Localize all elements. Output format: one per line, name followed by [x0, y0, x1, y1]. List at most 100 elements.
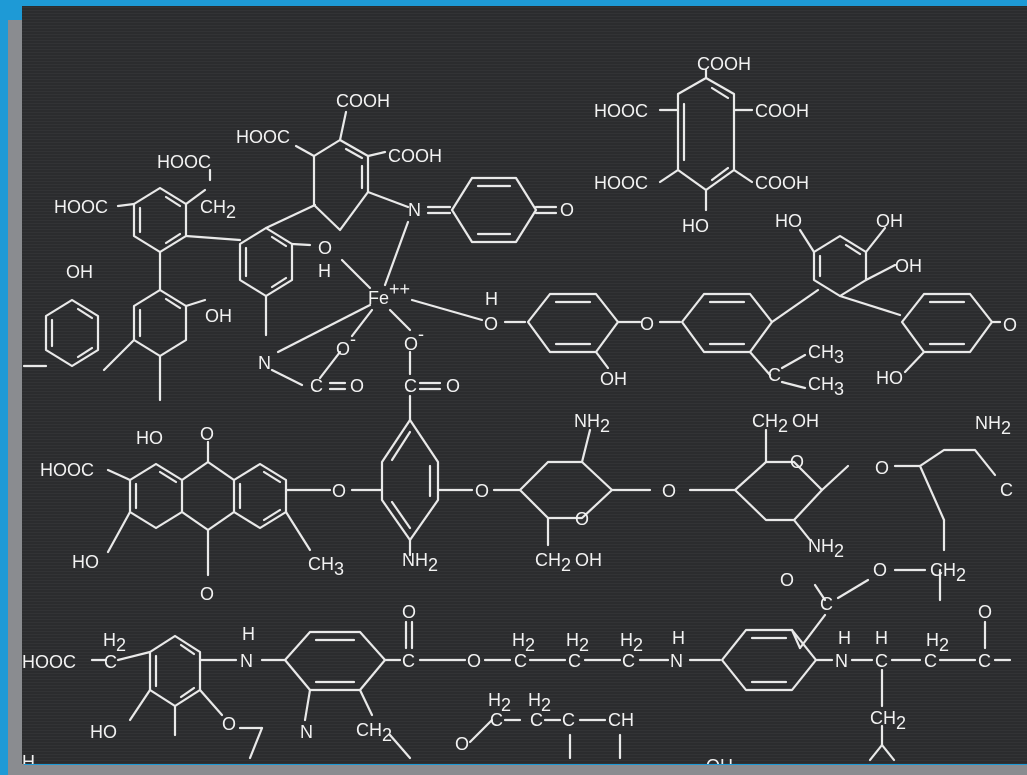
label-ho: HO [136, 428, 163, 448]
label-n: N [300, 722, 313, 742]
bond [780, 380, 807, 390]
label-o: O [873, 560, 887, 580]
label-o: O [222, 714, 236, 734]
label-o: O [640, 314, 654, 334]
bond [206, 510, 236, 532]
label-ho: HO [72, 552, 99, 572]
bond [918, 464, 946, 522]
label-o: O [455, 734, 469, 754]
label-ho: HO [775, 211, 802, 231]
label-c: C [875, 651, 888, 671]
quinone-ring [450, 176, 538, 244]
label-c: C [924, 651, 937, 671]
label-o: O [350, 376, 364, 396]
label-oh: OH [706, 756, 733, 764]
bond [116, 650, 152, 662]
bond [270, 368, 304, 387]
bond [180, 510, 210, 532]
bond [658, 168, 680, 184]
label-cooh: COOH [697, 54, 751, 74]
bond [468, 718, 494, 744]
label-o: O [790, 452, 804, 472]
label-o: O [200, 584, 214, 604]
sugar-ring-1 [518, 460, 614, 520]
label-h: H [22, 752, 35, 764]
label-fe: Fe++ [368, 279, 410, 308]
label-c: C [820, 594, 833, 614]
bond [864, 263, 897, 282]
label-h: H [318, 261, 331, 281]
bond [358, 688, 374, 717]
label-o: O [200, 424, 214, 444]
label-c: C [768, 365, 781, 385]
label-o-minus: O- [336, 329, 356, 359]
label-o: O [318, 238, 332, 258]
label-h2: H2 [103, 630, 126, 655]
label-oh: OH [600, 369, 627, 389]
bond [290, 242, 312, 247]
bond [792, 518, 812, 542]
label-hooc: HOOC [594, 173, 648, 193]
label-h: H [875, 628, 888, 648]
bond [388, 733, 412, 760]
bond [868, 743, 884, 762]
frame-shadow-bottom [8, 765, 1027, 775]
bond [864, 226, 887, 254]
label-o: O [402, 602, 416, 622]
label-o: O [1003, 315, 1017, 335]
label-n: N [258, 353, 271, 373]
label-ch3: CH3 [308, 554, 344, 579]
label-nh2: NH2 [808, 536, 844, 561]
bond [198, 688, 224, 717]
bond [580, 428, 592, 464]
label-c: C [104, 652, 117, 672]
bond [294, 144, 316, 158]
label-o: O [978, 602, 992, 622]
label-c: C [1000, 480, 1013, 500]
far-left-ring [44, 298, 100, 368]
bond [106, 510, 132, 554]
label-h2: H2 [488, 690, 511, 715]
label-c: C [310, 376, 323, 396]
label-h2: H2 [528, 690, 551, 715]
bond [366, 150, 387, 158]
bond [836, 578, 870, 600]
bond [813, 583, 827, 602]
bond [903, 350, 926, 374]
label-n: N [240, 651, 253, 671]
bond [366, 190, 410, 209]
tetracarboxy-ring-left [312, 138, 370, 232]
label-ch2: CH2 [200, 197, 236, 222]
label-o: O [875, 458, 889, 478]
label-ho: HO [90, 722, 117, 742]
label-h: H [485, 289, 498, 309]
label-ch2: CH2 [930, 560, 966, 585]
label-oh: OH [876, 211, 903, 231]
bond [748, 350, 772, 377]
label-nh2: NH2 [975, 413, 1011, 438]
sugar-ring-3 [918, 448, 997, 477]
label-h: H [838, 628, 851, 648]
label-h2: H2 [566, 630, 589, 655]
label-oh: OH [66, 262, 93, 282]
label-cooh: COOH [388, 146, 442, 166]
bond [790, 628, 802, 650]
tetracarboxy-ring-right [676, 76, 736, 192]
label-nh2: NH2 [574, 411, 610, 436]
label-ho: HO [682, 216, 709, 236]
bond [780, 353, 807, 370]
label-h2: H2 [512, 630, 535, 655]
label-ch2: CH2 [870, 708, 906, 733]
label-o: O [484, 314, 498, 334]
bond [276, 303, 372, 354]
label-hooc: HOOC [594, 101, 648, 121]
bond [338, 110, 348, 142]
central-left-ring [238, 226, 294, 298]
label-n: N [408, 200, 421, 220]
bond [264, 203, 317, 230]
cumyl-ring [680, 292, 774, 354]
label-o: O [475, 481, 489, 501]
label-ch3: CH3 [808, 374, 844, 399]
label-c: C [490, 710, 503, 730]
